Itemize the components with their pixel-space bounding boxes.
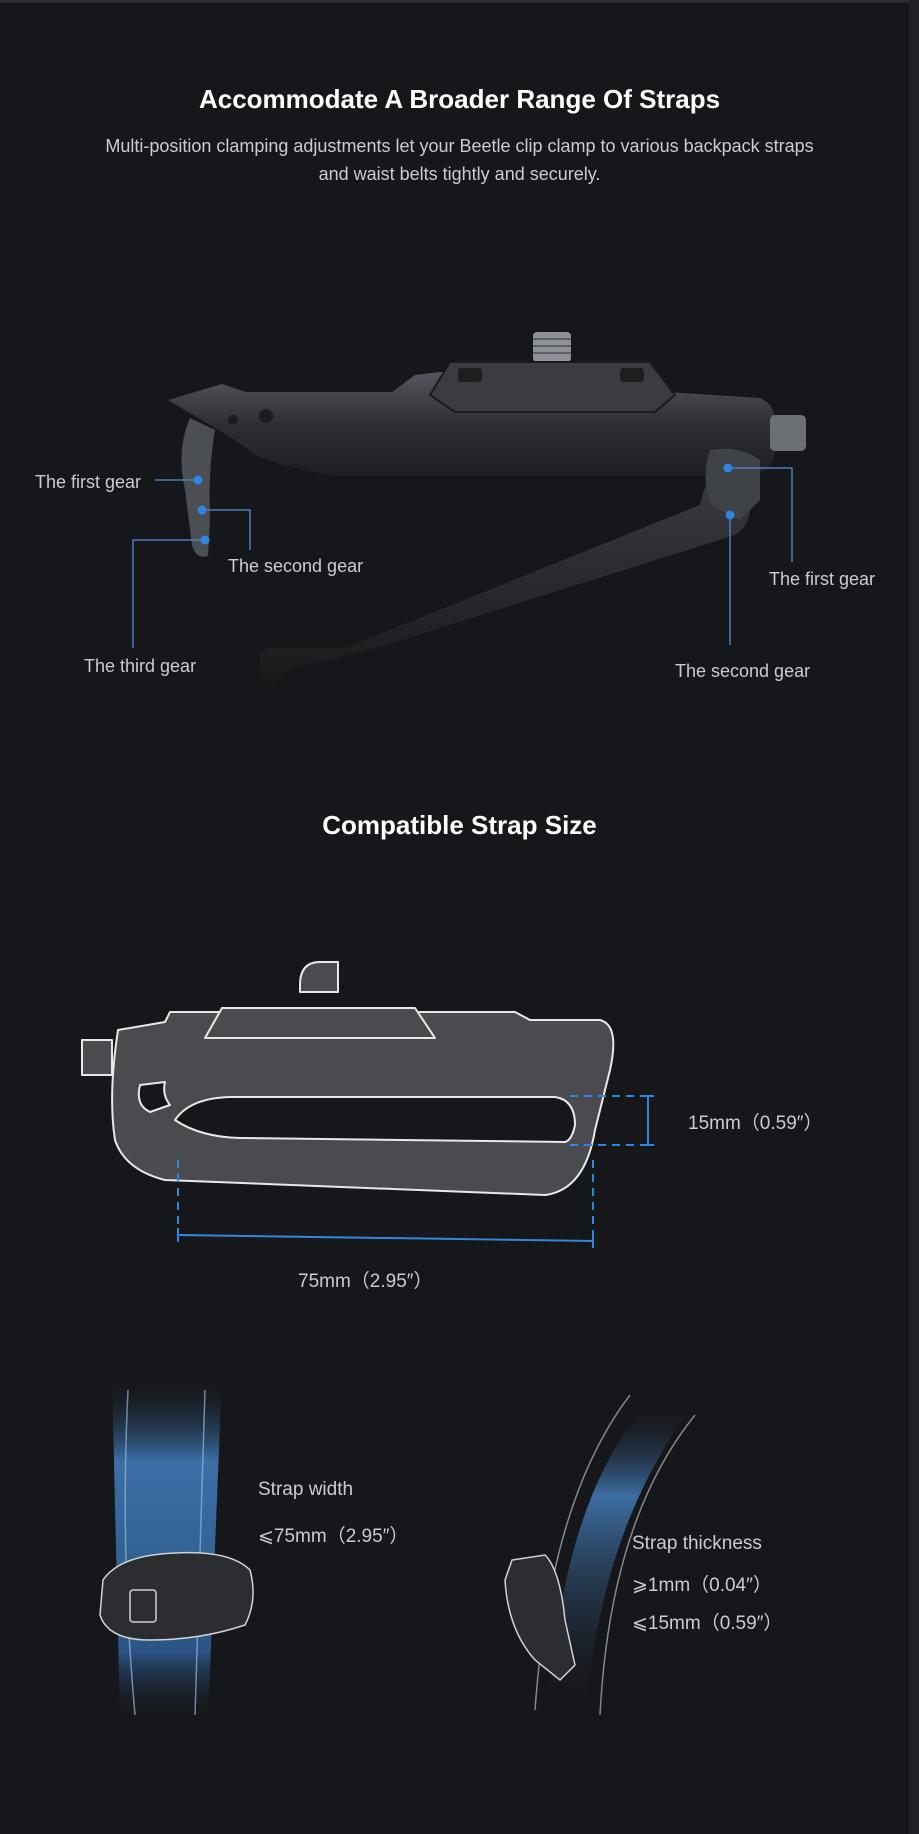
strap-thickness-title: Strap thickness: [632, 1533, 762, 1554]
top-divider: [0, 0, 919, 3]
gear-point-right-first: [723, 463, 733, 473]
strap-thickness-illustration: [504, 1394, 696, 1720]
label-right-first-gear: The first gear: [769, 569, 876, 589]
gear-point-left-second: [197, 505, 207, 515]
section-subtitle: Multi-position clamping adjustments let …: [105, 136, 814, 184]
label-left-third-gear: The third gear: [84, 656, 197, 676]
strap-width-title: Strap width: [258, 1479, 354, 1500]
scrollbar-track[interactable]: [909, 0, 919, 1834]
section-title: Accommodate A Broader Range Of Straps: [198, 84, 721, 114]
strap-width-illustration: [99, 1375, 254, 1720]
gear-leader-lines-right: [728, 467, 793, 645]
label-left-first-gear: The first gear: [35, 472, 142, 492]
dimension-guides: [177, 1095, 654, 1248]
height-dimension-label: 15mm（0.59″）: [688, 1113, 823, 1134]
gear-point-left-first: [193, 475, 203, 485]
width-dimension-label: 75mm（2.95″）: [298, 1271, 433, 1292]
strap-thickness-min: ⩾1mm（0.04″）: [632, 1575, 772, 1596]
beetle-clip-photo: [168, 332, 806, 685]
gear-point-left-third: [200, 535, 210, 545]
gear-leader-lines-left: [132, 479, 251, 648]
strap-width-value: ⩽75mm（2.95″）: [258, 1526, 409, 1547]
compatible-size-title: Compatible Strap Size: [322, 810, 597, 840]
label-left-second-gear: The second gear: [228, 556, 364, 576]
label-right-second-gear: The second gear: [675, 661, 811, 681]
strap-thickness-max: ⩽15mm（0.59″）: [632, 1613, 783, 1634]
gear-point-right-second: [725, 510, 735, 520]
clip-line-drawing: [81, 961, 615, 1196]
